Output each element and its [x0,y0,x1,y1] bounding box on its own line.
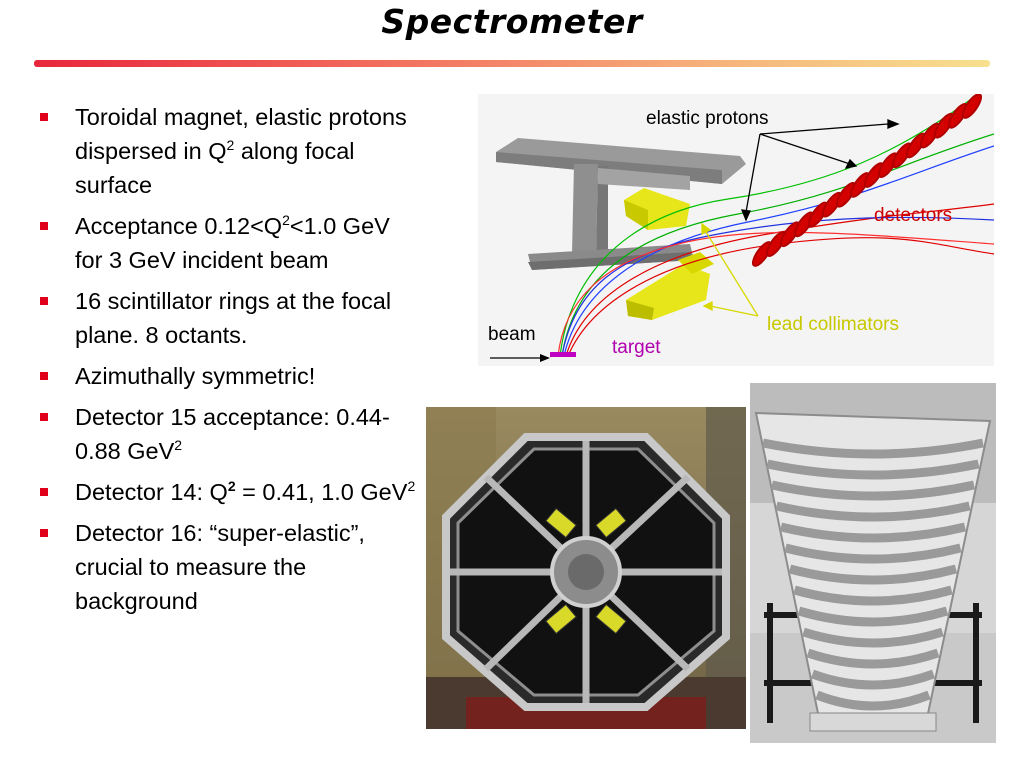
detector-ring [961,94,983,119]
page-title: Spectrometer [381,2,643,41]
scintillator-strip [766,459,980,480]
target-label: target [612,337,661,358]
lead-collimator [626,252,714,320]
elastic-protons-label: elastic protons [646,108,769,129]
bullet-item: Detector 14: Q2 = 0.41, 1.0 GeV2 [38,475,418,509]
beam-label: beam [488,324,536,345]
scintillator-strip [771,480,975,501]
scintillator-strip [810,669,936,690]
scintillator-strip [788,564,958,585]
target-cell [550,352,576,357]
bullet-text: Detector 15 acceptance: 0.44-0.88 GeV [75,404,390,464]
bullet-item: Azimuthally symmetric! [38,359,418,393]
bullet-item: 16 scintillator rings at the focal plane… [38,284,418,352]
bullet-marker [40,297,48,305]
bullet-text: Toroidal magnet, elastic protons dispers… [75,104,407,164]
lead-collimator [624,188,690,230]
beam-arrow [490,354,550,362]
spectrometer-diagram: elastic protons detectors lead collimato… [478,94,994,366]
bullet-list: Toroidal magnet, elastic protons dispers… [38,100,418,625]
bullet-marker [40,413,48,421]
scintillator-strip [797,606,949,627]
magnet-structure [496,138,746,270]
bullet-text: along focal surface [75,138,355,198]
superscript: 2 [282,212,290,228]
title-divider [34,60,990,67]
bullet-marker [40,222,48,230]
bullet-item: Acceptance 0.12<Q2<1.0 GeV for 3 GeV inc… [38,209,418,277]
scintillator-octant-photo [750,383,996,743]
bullet-marker [40,529,48,537]
bullet-text: Detector 16: “super-elastic”, crucial to… [75,520,365,614]
superscript: 2 [174,437,183,453]
scintillator-strip [806,648,940,669]
collimator-pointer [701,222,759,317]
bullet-text: Acceptance 0.12<Q [75,213,283,239]
bullet-marker [40,488,48,496]
scintillator-strip [815,690,931,711]
proton-trajectories [557,94,994,357]
bullet-text: <1.0 GeV for 3 GeV incident beam [75,213,390,273]
bullet-item: Detector 15 acceptance: 0.44-0.88 GeV2 [38,400,418,468]
elastic-protons-pointer [740,119,900,222]
lead-collimators-label: lead collimators [767,314,899,335]
octagonal-detector-frame-photo [426,407,746,729]
scintillator-strip [784,543,962,564]
superscript: 2 [226,137,235,153]
superscript: 2 [407,478,416,494]
bullet-marker [40,372,48,380]
bullet-text: 16 scintillator rings at the focal plane… [75,288,392,348]
scintillator-strip [762,438,984,459]
bullet-marker [40,113,48,121]
detectors-label: detectors [874,205,952,226]
bullet-text: Detector 14: Q [75,479,228,505]
bullet-item: Toroidal magnet, elastic protons dispers… [38,100,418,202]
scintillator-strip [779,522,967,543]
detector-array [751,94,983,267]
bullet-item: Detector 16: “super-elastic”, crucial to… [38,516,418,618]
bullet-text: Azimuthally symmetric! [75,363,316,389]
scintillator-strip [775,501,971,522]
bullet-text: = 0.41, 1.0 GeV [235,479,408,505]
scintillator-strip [802,627,944,648]
scintillator-strip [793,585,953,606]
superscript: 2 [227,478,236,494]
